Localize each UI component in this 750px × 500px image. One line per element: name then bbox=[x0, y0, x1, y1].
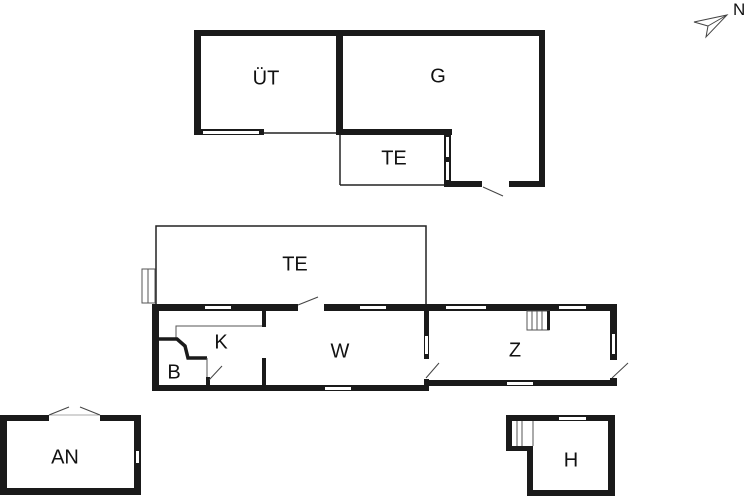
north-arrow-icon: N bbox=[693, 0, 745, 39]
outbuilding: ÜT G TE bbox=[194, 30, 545, 197]
room-label-w: W bbox=[331, 340, 350, 362]
room-label-z: Z bbox=[509, 339, 521, 361]
room-label-g: G bbox=[430, 65, 446, 87]
room-label-te-small: TE bbox=[381, 147, 407, 169]
room-label-te-large: TE bbox=[282, 253, 308, 275]
room-label-h: H bbox=[564, 449, 578, 471]
room-label-b: B bbox=[167, 361, 180, 383]
room-label-an: AN bbox=[51, 446, 79, 468]
room-label-ut: ÜT bbox=[253, 67, 280, 89]
annex: AN bbox=[0, 406, 141, 495]
main-house: TE K B W Z bbox=[141, 225, 629, 391]
hut: H bbox=[506, 415, 615, 496]
room-label-k: K bbox=[214, 331, 228, 353]
north-label: N bbox=[733, 0, 745, 19]
